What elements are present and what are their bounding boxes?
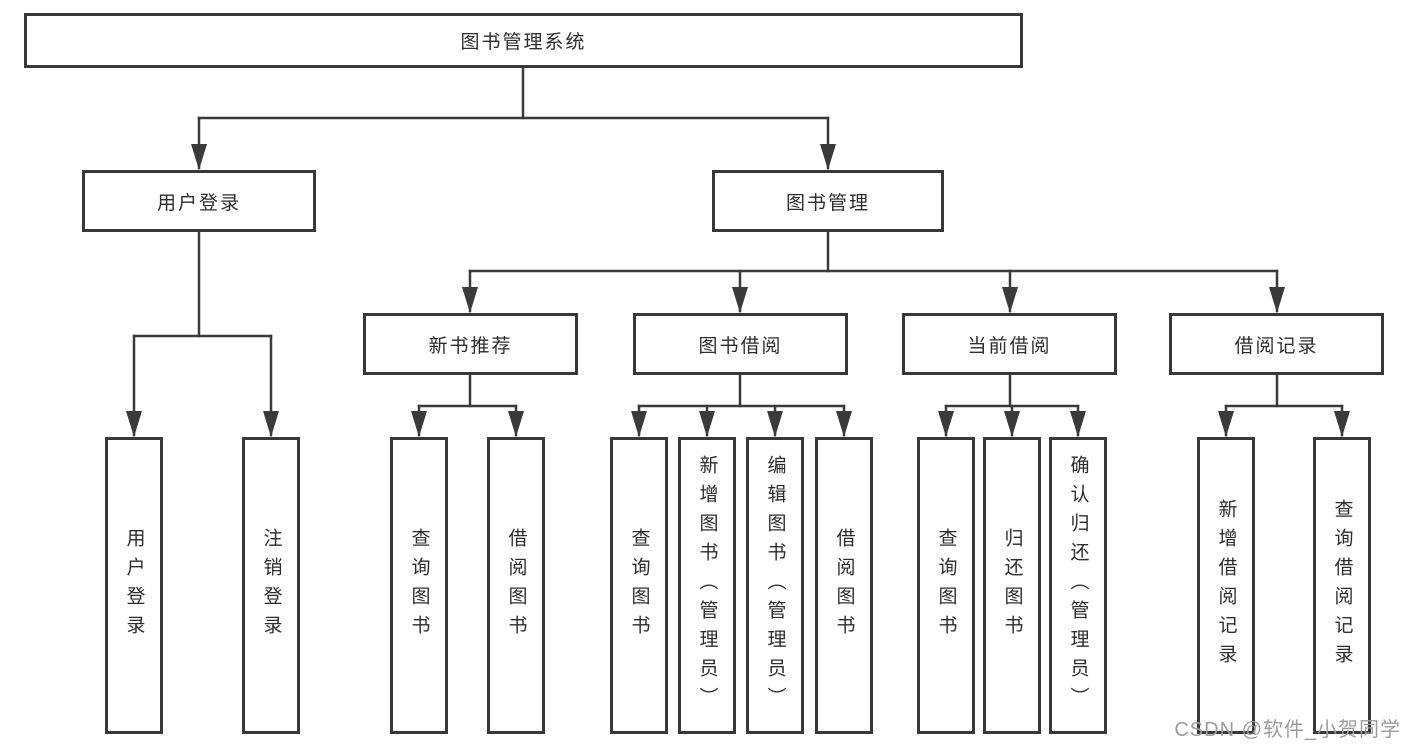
node-new-book-recommendation: 新书推荐 <box>363 313 578 375</box>
leaf-current-confirm-return-admin: 确认归还（管理员） <box>1049 437 1107 734</box>
node-label: 图书管理系统 <box>460 32 587 53</box>
leaf-label: 查询借阅记录 <box>1331 498 1353 673</box>
leaf-newbook-borrow-books: 借阅图书 <box>487 437 545 734</box>
leaf-label: 新增借阅记录 <box>1215 498 1237 673</box>
node-label: 图书借阅 <box>698 335 783 357</box>
node-book-management: 图书管理 <box>712 170 944 232</box>
leaf-borrow-query-books: 查询图书 <box>610 437 668 734</box>
leaf-record-add-record: 新增借阅记录 <box>1197 437 1255 734</box>
leaf-label: 用户登录 <box>123 527 145 644</box>
leaf-logout: 注销登录 <box>242 437 300 734</box>
leaf-label: 借阅图书 <box>833 527 855 644</box>
leaf-current-query-books: 查询图书 <box>917 437 975 734</box>
leaf-label: 归还图书 <box>1001 527 1023 644</box>
leaf-user-login: 用户登录 <box>105 437 163 734</box>
leaf-label: 查询图书 <box>935 527 957 644</box>
leaf-label: 借阅图书 <box>505 527 527 644</box>
leaf-current-return-books: 归还图书 <box>983 437 1041 734</box>
csdn-watermark: CSDN @软件_小贺同学 <box>1174 719 1401 741</box>
node-label: 用户登录 <box>156 192 241 214</box>
node-label: 借阅记录 <box>1234 335 1319 357</box>
leaf-record-query-record: 查询借阅记录 <box>1313 437 1371 734</box>
node-book-borrowing: 图书借阅 <box>633 313 848 375</box>
leaf-borrow-edit-books-admin: 编辑图书（管理员） <box>746 437 804 734</box>
leaf-label: 编辑图书（管理员） <box>764 455 786 716</box>
node-borrowing-records: 借阅记录 <box>1169 313 1384 375</box>
leaf-newbook-query-books: 查询图书 <box>390 437 448 734</box>
leaf-label: 查询图书 <box>628 527 650 644</box>
node-label: 图书管理 <box>785 192 870 214</box>
node-user-login: 用户登录 <box>82 170 316 232</box>
leaf-borrow-add-books-admin: 新增图书（管理员） <box>678 437 736 734</box>
node-current-borrowing: 当前借阅 <box>902 313 1117 375</box>
node-label: 新书推荐 <box>428 335 513 357</box>
leaf-label: 注销登录 <box>260 527 282 644</box>
node-label: 当前借阅 <box>967 335 1052 357</box>
leaf-label: 查询图书 <box>408 527 430 644</box>
node-library-management-system: 图书管理系统 <box>24 13 1023 68</box>
leaf-label: 新增图书（管理员） <box>696 455 718 716</box>
leaf-borrow-borrow-books: 借阅图书 <box>815 437 873 734</box>
leaf-label: 确认归还（管理员） <box>1067 455 1089 716</box>
